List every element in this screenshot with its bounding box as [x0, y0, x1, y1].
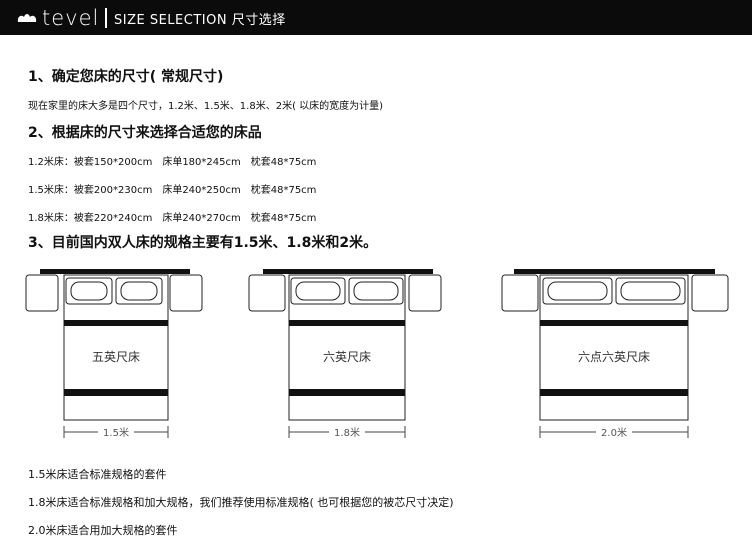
headboard	[40, 269, 190, 274]
duvet-bottom-band	[289, 389, 405, 396]
brand-name: tevel	[42, 6, 100, 30]
pillow-left	[290, 277, 346, 305]
pillow-left-inner	[547, 281, 608, 301]
header-divider	[105, 8, 107, 28]
bed-name-label: 六点六英尺床	[578, 350, 650, 364]
pillow-left-inner	[295, 281, 341, 301]
pillow-right-inner	[120, 281, 158, 301]
pillow-right	[115, 277, 163, 305]
dimension-label-bg	[329, 426, 365, 438]
headboard	[514, 269, 715, 274]
pillow-right	[615, 277, 686, 305]
headboard	[263, 269, 433, 274]
duvet-top-band	[289, 320, 405, 326]
duvet-top-band	[64, 320, 168, 326]
nightstand-right	[408, 274, 442, 312]
section-2-title: 2、根据床的尺寸来选择合适您的床品	[28, 125, 262, 141]
bed-diagram-1: 五英尺床 1.5米	[25, 269, 203, 439]
pillow-left-inner	[70, 281, 108, 301]
section-1-title: 1、确定您床的尺寸( 常规尺寸)	[28, 69, 224, 85]
pillow-right	[348, 277, 404, 305]
nightstand-left	[501, 274, 539, 312]
note-1-5m: 1.5米床适合标准规格的套件	[28, 468, 167, 481]
size-line-1-8m: 1.8米床：被套220*240cm 床单240*270cm 枕套48*75cm	[28, 213, 317, 224]
section-1-text: 现在家里的床大多是四个尺寸，1.2米、1.5米、1.8米、2米( 以床的宽度为计…	[28, 101, 384, 112]
pillow-right-inner	[620, 281, 681, 301]
nightstand-left	[248, 274, 286, 312]
nightstand-left	[25, 274, 59, 312]
bed-width-label: 1.5米	[103, 426, 129, 439]
bed-width-label: 2.0米	[601, 426, 627, 439]
nightstand-right	[691, 274, 729, 312]
section-3-title: 3、目前国内双人床的规格主要有1.5米、1.8米和2米。	[28, 235, 378, 251]
dimension-label-bg	[98, 426, 134, 438]
bed-name-label: 五英尺床	[92, 350, 140, 364]
page-title: SIZE SELECTION 尺寸选择	[114, 13, 286, 28]
crown-icon	[17, 14, 37, 22]
note-2-0m: 2.0米床适合用加大规格的套件	[28, 524, 178, 537]
header-bar: tevel SIZE SELECTION 尺寸选择	[0, 0, 752, 35]
bed-diagram-2: 六英尺床 1.8米	[248, 269, 442, 439]
pillow-right-inner	[353, 281, 399, 301]
size-line-1-5m: 1.5米床：被套200*230cm 床单240*250cm 枕套48*75cm	[28, 185, 317, 196]
dimension-label-bg	[596, 426, 632, 438]
size-line-1-2m: 1.2米床：被套150*200cm 床单180*245cm 枕套48*75cm	[28, 157, 317, 168]
note-1-8m: 1.8米床适合标准规格和加大规格，我们推荐使用标准规格( 也可根据您的被芯尺寸决…	[28, 496, 454, 509]
bed-diagram-3: 六点六英尺床 2.0米	[501, 269, 729, 439]
brand-logo[interactable]: tevel	[16, 4, 99, 32]
bed-width-label: 1.8米	[334, 426, 360, 439]
pillow-left	[65, 277, 113, 305]
duvet-top-band	[540, 320, 688, 326]
nightstand-right	[169, 274, 203, 312]
duvet-bottom-band	[540, 389, 688, 396]
bed-name-label: 六英尺床	[323, 350, 371, 364]
duvet-bottom-band	[64, 389, 168, 396]
pillow-left	[542, 277, 613, 305]
